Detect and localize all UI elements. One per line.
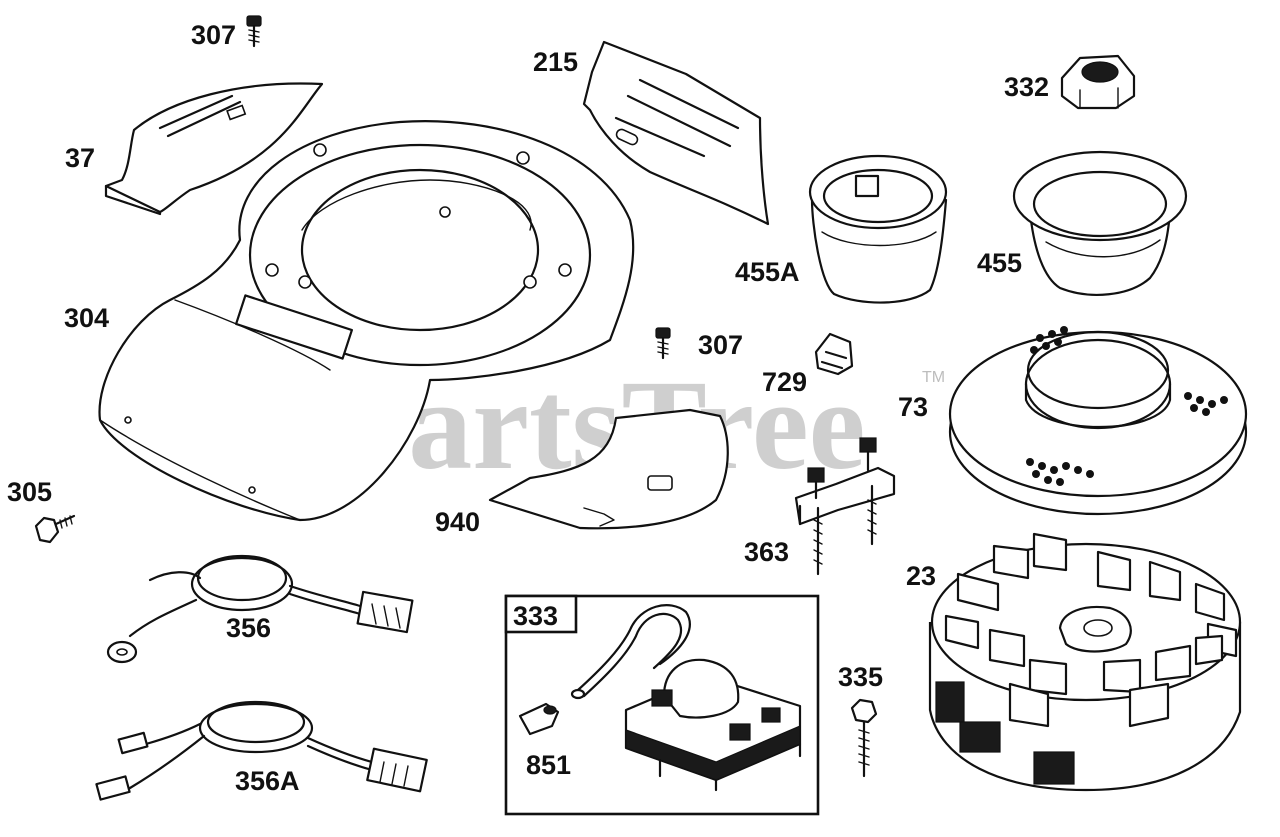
part-labels: 307 215 332 37 455A 455 304 307 729 73 3… [7,20,1049,796]
part-label: 729 [762,367,807,397]
part-label: 305 [7,477,52,507]
part-label: 851 [526,750,571,780]
part-label: 73 [898,392,928,422]
screw-305 [34,514,76,544]
part-label: 307 [698,330,743,360]
part-label: 455 [977,248,1022,278]
part-label: 37 [65,143,95,173]
armature-callout-box [504,594,820,816]
screw-307-mid [655,327,671,360]
part-label: 332 [1004,72,1049,102]
armature-333 [570,604,802,792]
part-label: 356A [235,766,300,796]
part-label: 23 [906,561,936,591]
part-label: 304 [64,303,109,333]
wire-356 [106,554,414,664]
terminal-851 [518,702,560,736]
shield-215 [582,40,770,226]
baffle-940 [488,408,729,530]
part-label: 940 [435,507,480,537]
flywheel-23 [928,532,1242,792]
part-label: 307 [191,20,236,50]
part-label: 455A [735,257,800,287]
clip-729 [814,332,854,376]
screw-307-top [246,15,262,48]
part-label: 356 [226,613,271,643]
callout-box-label: 333 [513,601,558,631]
bracket-363 [794,437,896,576]
air-guide-37 [104,82,324,216]
cup-455 [1012,150,1188,296]
cup-455A [808,154,948,304]
part-label: 335 [838,662,883,692]
nut-332 [1060,54,1136,110]
part-label: 215 [533,47,578,77]
screw-335 [850,698,878,778]
watermark-trademark: TM [922,369,945,386]
blower-housing-304 [98,120,635,522]
screen-73 [948,326,1248,516]
part-label: 363 [744,537,789,567]
wire-356A [95,700,428,801]
